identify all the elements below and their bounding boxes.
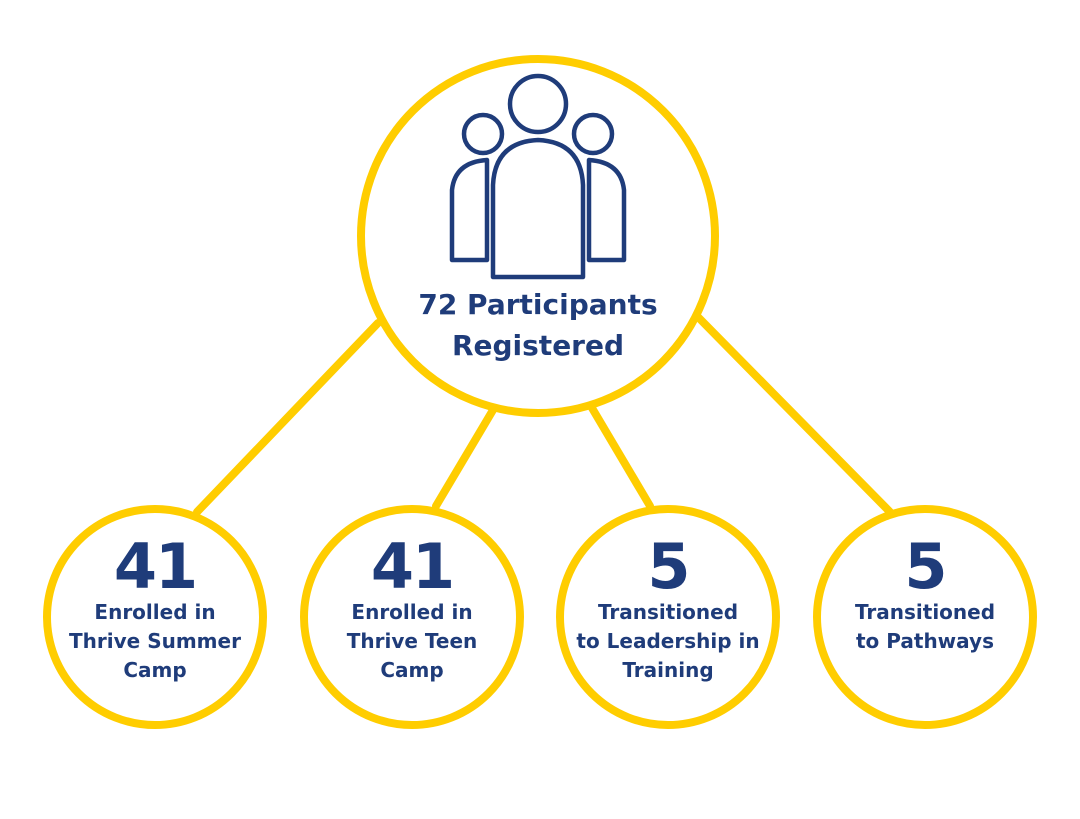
center-label-line2: Registered (451, 329, 625, 362)
people-group-icon (449, 73, 627, 280)
label-line: Transitioned (854, 600, 996, 624)
label-line: Camp (123, 658, 187, 682)
label-line: Enrolled in (94, 600, 216, 624)
label-line: to Leadership in (576, 629, 760, 653)
outcome-label: Enrolled in Thrive Teen Camp (302, 598, 522, 685)
outcome-label: Transitioned to Leadership in Training (553, 598, 783, 685)
outcome-number: 5 (647, 530, 690, 603)
center-label: 72 Participants Registered (360, 284, 716, 366)
connector-line (193, 319, 382, 516)
label-line: Transitioned (597, 600, 739, 624)
outcome-circle (43, 505, 267, 729)
outcome-circle (556, 505, 780, 729)
label-line: Camp (380, 658, 444, 682)
label-line: Thrive Teen (346, 629, 478, 653)
center-label-line1: 72 Participants (418, 288, 658, 321)
outcome-label: Enrolled in Thrive Summer Camp (45, 598, 265, 685)
label-line: Enrolled in (351, 600, 473, 624)
connector-line (693, 312, 894, 516)
outcome-circle (300, 505, 524, 729)
outcome-number: 41 (113, 530, 198, 603)
label-line: to Pathways (856, 629, 994, 653)
outcome-label: Transitioned to Pathways (815, 598, 1035, 656)
connector-line (588, 404, 654, 510)
outcome-circle (813, 505, 1037, 729)
connector-line (432, 406, 497, 510)
outcome-number: 41 (370, 530, 455, 603)
label-line: Training (622, 658, 714, 682)
outcome-number: 5 (904, 530, 947, 603)
label-line: Thrive Summer (69, 629, 241, 653)
